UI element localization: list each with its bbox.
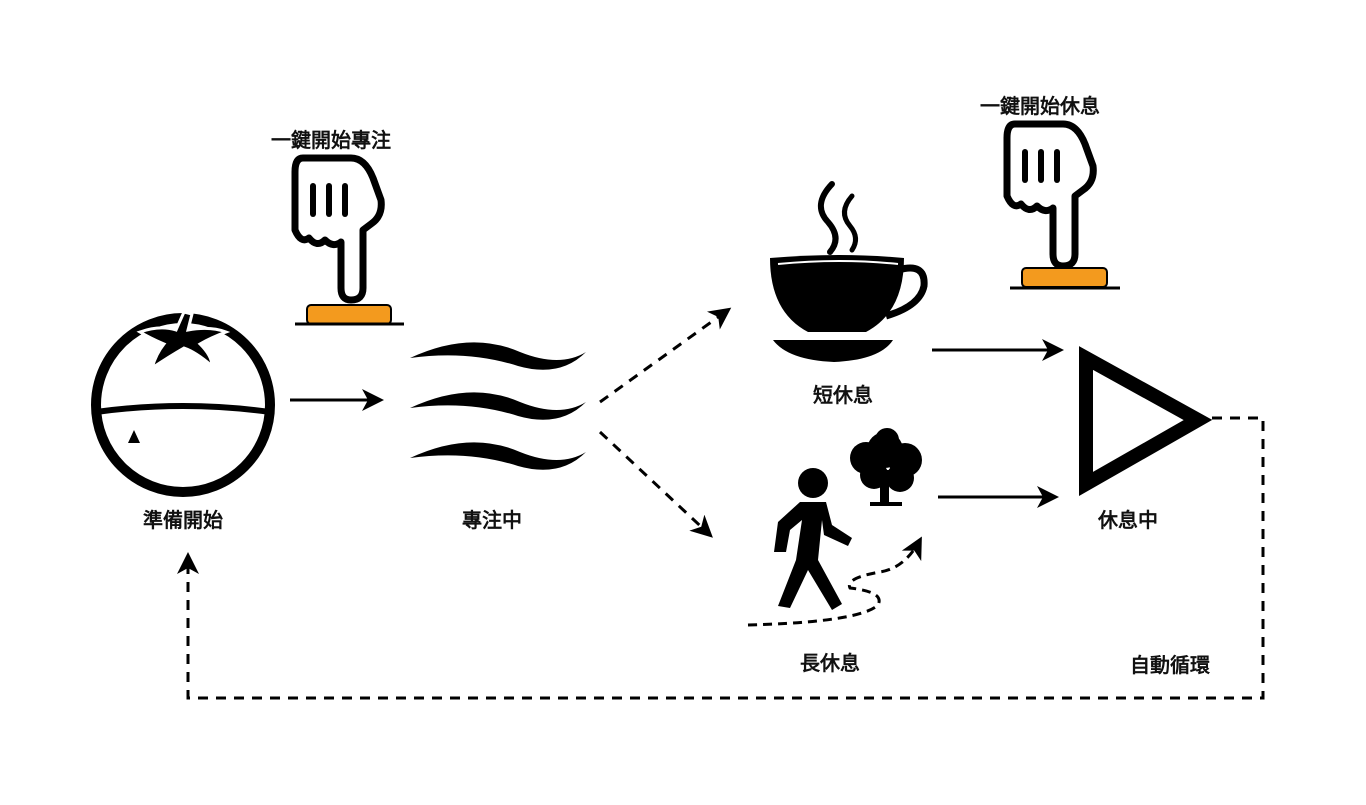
long-break-label: 長休息 bbox=[800, 651, 860, 675]
tomato-timer-icon bbox=[91, 310, 275, 497]
play-triangle-icon bbox=[1079, 346, 1213, 497]
coffee-cup-icon bbox=[770, 181, 928, 362]
focus-button-label: 一鍵開始專注 bbox=[271, 128, 391, 152]
break-push-button-icon bbox=[1010, 267, 1120, 290]
ready-label: 準備開始 bbox=[143, 508, 223, 532]
focus-push-button-icon bbox=[295, 304, 404, 326]
waves-icon bbox=[410, 342, 586, 470]
auto-loop-dashed-arrow bbox=[177, 416, 1265, 700]
to-long-break-dashed-arrow bbox=[598, 430, 713, 538]
pointing-hand-icon bbox=[1003, 120, 1097, 270]
break-button-label: 一鍵開始休息 bbox=[980, 94, 1100, 118]
focusing-label: 專注中 bbox=[462, 508, 522, 532]
auto-loop-label: 自動循環 bbox=[1130, 653, 1210, 677]
pointing-hand-icon bbox=[291, 154, 385, 304]
tree-icon bbox=[850, 428, 922, 506]
path-dashed-arrow bbox=[747, 536, 922, 627]
to-short-break-dashed-arrow bbox=[599, 307, 732, 404]
resting-label: 休息中 bbox=[1098, 508, 1158, 532]
short-break-label: 短休息 bbox=[813, 383, 873, 407]
walking-person-icon bbox=[774, 468, 852, 610]
